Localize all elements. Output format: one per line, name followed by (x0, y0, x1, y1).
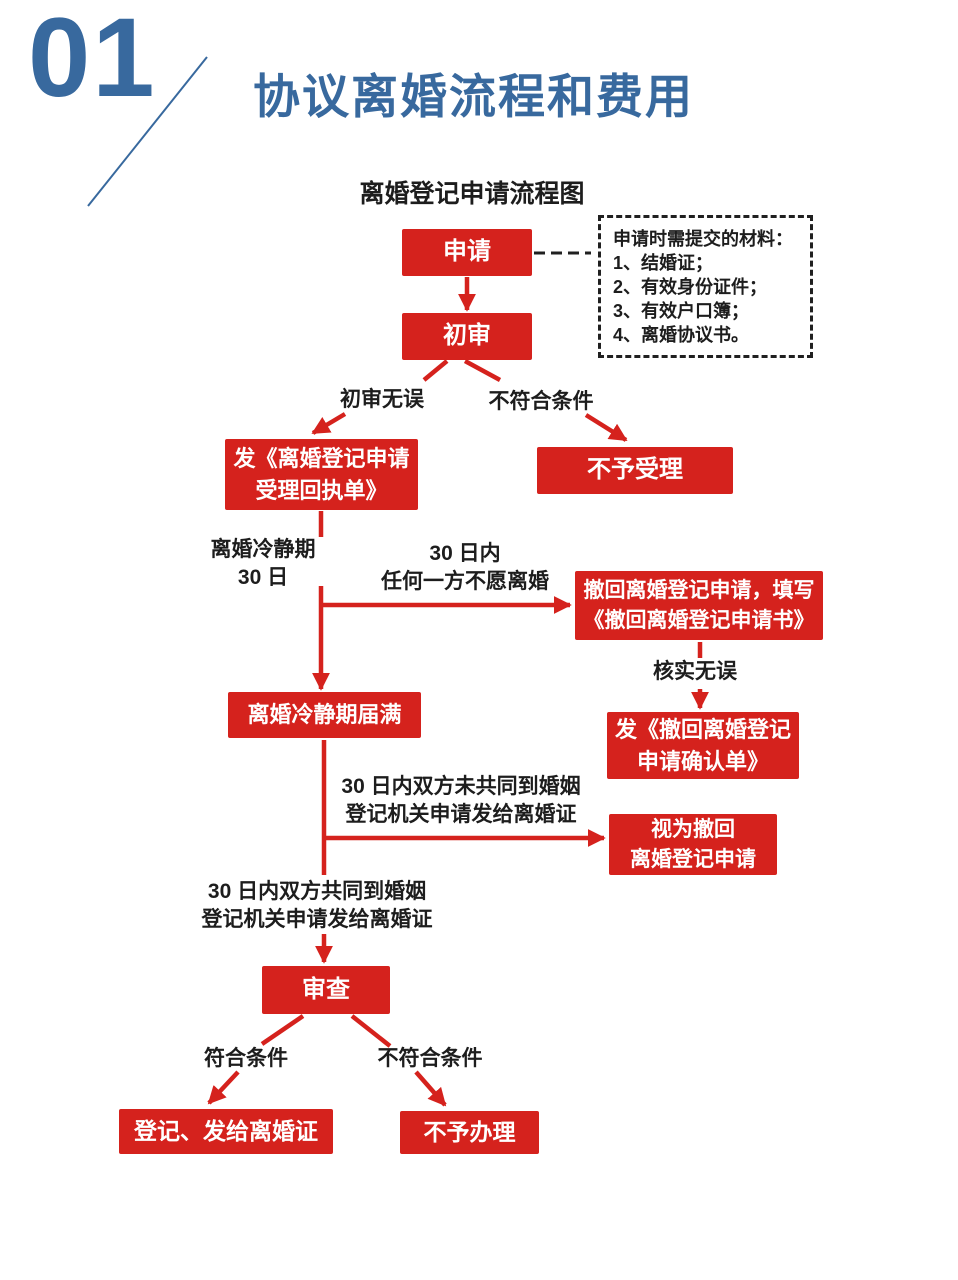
node-cooling-expired: 离婚冷静期届满 (228, 692, 421, 738)
node-not-accepted: 不予受理 (537, 447, 733, 494)
node-register-issue: 登记、发给离婚证 (119, 1109, 333, 1154)
materials-note-title: 申请时需提交的材料： (613, 229, 793, 249)
label-verified-ok: 核实无误 (653, 660, 737, 683)
flowchart-title: 离婚登记申请流程图 (359, 180, 585, 208)
arrow-to-receipt (311, 412, 347, 435)
node-issue-confirmation: 发《撤回离婚登记 申请确认单》 (607, 712, 799, 779)
node-review: 审查 (262, 966, 390, 1014)
section-number: 01 (28, 0, 157, 120)
stub-review-right (463, 359, 502, 382)
materials-note-item: 3、有效户口簿； (613, 301, 750, 321)
stub-review-left (422, 359, 449, 382)
stub-final-right (350, 1014, 392, 1048)
label-within-30-unwilling: 30 日内 任何一方不愿离婚 (381, 542, 549, 593)
label-qualified: 符合条件 (204, 1047, 288, 1070)
arrow-to-not-processed (414, 1070, 447, 1107)
arrow-to-not-accepted (584, 413, 628, 442)
materials-note-item: 4、离婚协议书。 (613, 325, 750, 345)
label-not-qualified-bottom: 不符合条件 (377, 1047, 483, 1070)
label-not-jointly-30: 30 日内双方未共同到婚姻 登记机关申请发给离婚证 (341, 775, 581, 826)
node-withdraw-application: 撤回离婚登记申请，填写 《撤回离婚登记申请书》 (575, 571, 823, 640)
diagonal-slash (87, 56, 208, 207)
node-not-processed: 不予办理 (400, 1111, 539, 1154)
label-not-qualified-top: 不符合条件 (488, 390, 594, 413)
materials-note-item: 1、结婚证； (613, 253, 714, 273)
materials-note: 申请时需提交的材料： 1、结婚证； 2、有效身份证件； 3、有效户口簿； 4、离… (598, 215, 813, 358)
label-jointly-30: 30 日内双方共同到婚姻 登记机关申请发给离婚证 (201, 880, 433, 931)
page-title: 协议离婚流程和费用 (253, 70, 694, 123)
stub-final-left (260, 1014, 305, 1046)
label-cooling-period: 离婚冷静期 30 日 (210, 538, 316, 589)
node-deemed-withdrawn: 视为撤回 离婚登记申请 (609, 814, 777, 875)
label-review-ok: 初审无误 (340, 388, 424, 411)
materials-note-item: 2、有效身份证件； (613, 277, 768, 297)
node-issue-receipt: 发《离婚登记申请 受理回执单》 (225, 439, 418, 510)
arrow-to-register (207, 1070, 240, 1105)
node-initial-review: 初审 (402, 313, 532, 360)
node-apply: 申请 (402, 229, 532, 276)
